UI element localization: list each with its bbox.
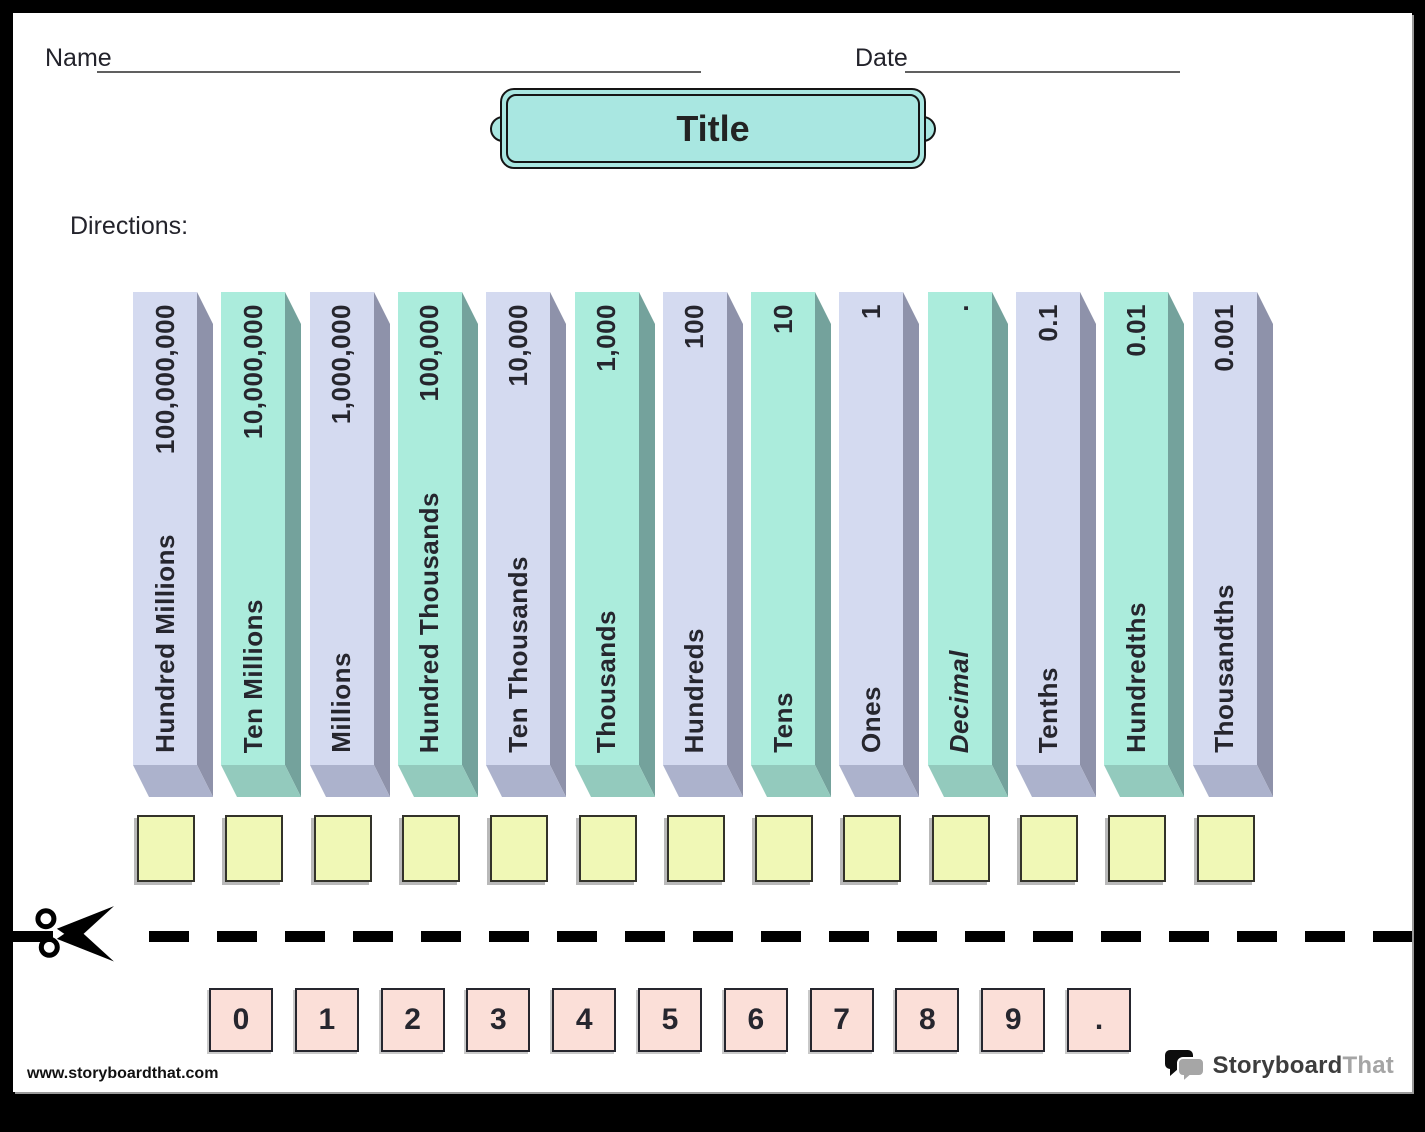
place-value-label: Tens [767,692,798,753]
answer-box [225,815,284,882]
place-value-number: 1 [855,304,886,319]
place-value-label: Thousands [591,609,621,753]
answer-box [1108,815,1167,882]
digit-tile-value: 7 [833,1003,850,1036]
cut-line [13,931,1412,942]
place-value-label: Hundred Thousands [414,491,445,753]
website-url: www.storyboardthat.com [27,1065,219,1082]
place-value-column: 0.001 Thousandths [1192,292,1257,765]
logo-text: StoryboardThat [1213,1052,1394,1080]
banner-body: Title [500,88,926,169]
answer-box [931,815,990,882]
place-value-number: 1,000,000 [326,304,357,425]
place-value-label: Decimal [944,649,975,753]
place-value-number: 0.001 [1209,304,1240,372]
digit-tile: 4 [552,988,617,1052]
answer-box [666,815,725,882]
digit-tile: 6 [723,988,788,1052]
place-value-label: Millions [326,652,357,753]
place-value-number: 0.01 [1120,304,1151,357]
digit-tile: 0 [209,988,273,1052]
place-value-column: 100,000 Hundred Thousands [397,292,462,765]
place-value-label: Ten Millions [237,598,268,753]
place-value-column: . Decimal [927,292,992,765]
place-value-label: Hundreds [679,627,710,753]
answer-box [1020,815,1078,882]
digit-tile: 1 [294,988,359,1052]
digit-tile-value: 2 [404,1003,421,1036]
digit-tile-value: . [1094,1003,1104,1036]
digit-tile: 2 [380,988,445,1052]
answer-box [137,815,195,882]
answer-box [313,815,372,882]
digit-tile: 7 [809,988,874,1052]
place-value-number: 10 [767,304,798,334]
storyboardthat-logo[interactable]: StoryboardThat [1164,1048,1394,1084]
place-value-column: 100 Hundreds [662,292,727,765]
digit-tile: 9 [981,988,1046,1052]
date-fill-line [905,71,1180,73]
place-value-number: 1,000 [591,304,621,372]
digit-tile-value: 1 [318,1003,336,1036]
place-value-label: Hundred Millions [149,534,180,753]
digit-tile-value: 3 [490,1003,507,1036]
date-label: Date [855,44,908,72]
place-value-label: Thousandths [1209,584,1240,753]
worksheet-title: Title [676,107,750,149]
digit-tile-value: 6 [747,1003,765,1036]
place-value-column: 10,000,000 Ten Millions [221,292,286,765]
directions-label: Directions: [70,212,189,240]
name-label: Name [45,44,112,72]
place-value-label: Ones [855,685,886,753]
logo-text-secondary: That [1342,1052,1394,1079]
place-value-column: 0.01 Hundredths [1104,292,1169,765]
place-value-column: 10 Tens [751,292,816,765]
place-value-number: . [944,304,975,312]
place-value-column: 0.1 Tenths [1016,292,1080,765]
worksheet-page: Name Date Title Directions: 100,000,000 … [13,13,1412,1092]
speech-bubbles-icon [1164,1050,1205,1084]
place-value-column: 10,000 Ten Thousands [486,292,551,765]
place-value-column: 1,000 Thousands [574,292,639,765]
digit-tile: 3 [466,988,531,1052]
place-value-number: 0.1 [1032,304,1063,342]
place-value-label: Ten Thousands [502,556,533,753]
place-value-number: 100,000 [414,304,445,402]
place-value-label: Tenths [1032,666,1063,753]
name-fill-line [97,71,701,73]
digit-tile-value: 9 [1004,1003,1022,1036]
logo-text-primary: Storyboard [1212,1052,1343,1079]
answer-box [578,815,637,882]
scissors-icon [35,906,114,962]
place-value-column: 1 Ones [839,292,904,765]
digit-tile: . [1067,988,1131,1052]
answer-box [401,815,460,882]
place-value-column: 1,000,000 Millions [309,292,374,765]
banner-inner-border [506,94,920,163]
answer-box [490,815,549,882]
place-value-number: 100 [679,304,710,349]
place-value-number: 10,000 [502,304,533,387]
title-banner: Title [490,88,936,169]
place-value-number: 100,000,000 [149,304,180,455]
answer-box [1196,815,1255,882]
digit-tile: 8 [895,988,960,1052]
answer-box [843,815,902,882]
place-value-number: 10,000,000 [237,304,268,440]
answer-box [755,815,814,882]
digit-tile-value: 5 [661,1003,679,1036]
digit-tile-value: 0 [232,1003,250,1036]
digit-tile: 5 [638,988,702,1052]
digit-tile-value: 4 [575,1003,593,1036]
digit-tile-value: 8 [919,1003,936,1036]
place-value-label: Hundredths [1120,602,1151,753]
place-value-column: 100,000,000 Hundred Millions [133,292,197,765]
